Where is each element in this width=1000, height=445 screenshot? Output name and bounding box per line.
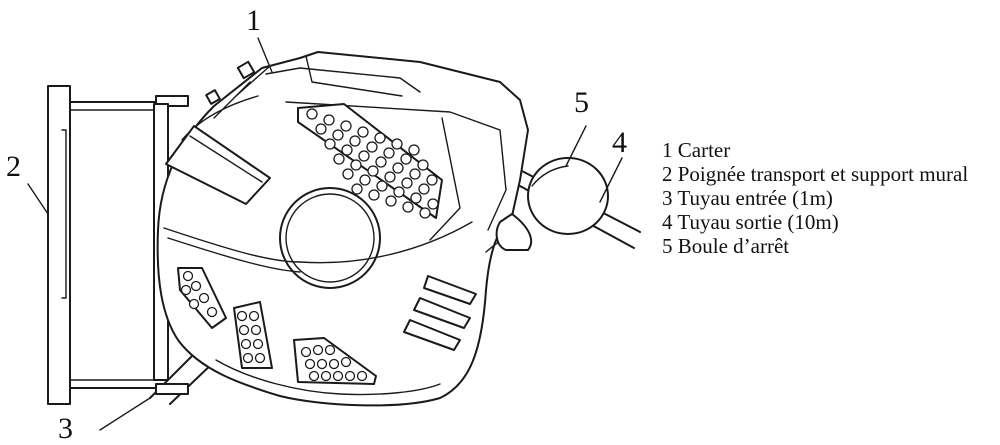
callout-3: 3 — [58, 412, 73, 445]
vent-hole — [409, 168, 421, 180]
vent-hole — [254, 352, 266, 364]
vent-hole — [427, 198, 439, 210]
parts-legend: 1 Carter 2 Poignée transport et support … — [662, 138, 997, 258]
vent-hole — [332, 129, 344, 141]
legend-item-handle: 2 Poignée transport et support mural — [662, 162, 969, 186]
vent-hole — [328, 358, 340, 370]
hose-reel-drawing — [27, 37, 641, 431]
vent-hole — [408, 144, 420, 156]
vent-hole — [341, 144, 353, 156]
vent-hole — [316, 358, 328, 370]
vent-hole — [236, 310, 248, 322]
vent-hole — [402, 201, 414, 213]
vent-hole — [320, 370, 332, 382]
leader-lines — [27, 37, 623, 431]
vent-hole — [350, 159, 362, 171]
vent-hole — [357, 126, 369, 138]
vent-hole — [419, 207, 431, 219]
side-slots — [403, 275, 477, 351]
vent-hole — [240, 338, 252, 350]
upper-vent-grille — [297, 103, 443, 219]
vent-hole — [385, 195, 397, 207]
vent-hole — [410, 192, 422, 204]
vent-hole — [332, 370, 344, 382]
vent-hole — [393, 186, 405, 198]
diagram: 1 2 3 4 5 1 Carter 2 Poignée transport e… — [6, 4, 997, 444]
vent-hole — [368, 189, 380, 201]
vent-hole — [349, 135, 361, 147]
vent-hole — [359, 174, 371, 186]
vent-hole — [300, 346, 312, 358]
center-knob — [279, 187, 381, 289]
vent-hole — [312, 344, 324, 356]
vent-hole — [304, 358, 316, 370]
vent-hole — [426, 174, 438, 186]
vent-hole — [182, 270, 194, 282]
vent-hole — [323, 114, 335, 126]
vent-hole — [417, 159, 429, 171]
vent-hole — [250, 324, 262, 336]
vent-hole — [206, 306, 218, 318]
vent-hole — [198, 292, 210, 304]
callout-2: 2 — [6, 150, 21, 183]
vent-hole — [315, 123, 327, 135]
vent-hole — [308, 370, 320, 382]
vent-hole — [376, 180, 388, 192]
vent-hole — [324, 344, 336, 356]
callout-5: 5 — [574, 86, 589, 119]
vent-hole — [391, 138, 403, 150]
vent-hole — [342, 168, 354, 180]
vent-hole — [306, 108, 318, 120]
legend-item-stop-ball: 5 Boule d’arrêt — [662, 234, 790, 258]
stop-ball — [527, 157, 609, 235]
vent-hole — [190, 280, 202, 292]
vent-hole — [333, 153, 345, 165]
vent-hole — [188, 298, 200, 310]
vent-hole — [356, 370, 368, 382]
vent-hole — [375, 156, 387, 168]
vent-hole — [401, 177, 413, 189]
vent-hole — [374, 132, 386, 144]
vent-hole — [248, 310, 260, 322]
vent-hole — [418, 183, 430, 195]
vent-hole — [180, 284, 192, 296]
callout-1: 1 — [246, 4, 261, 37]
vent-hole — [252, 338, 264, 350]
vent-hole — [351, 183, 363, 195]
vent-hole — [383, 147, 395, 159]
lower-vent-grilles — [177, 267, 377, 385]
legend-item-carter: 1 Carter — [662, 138, 731, 162]
legend-item-inlet-hose: 3 Tuyau entrée (1m) — [662, 186, 833, 210]
vent-hole — [384, 171, 396, 183]
vent-hole — [340, 120, 352, 132]
vent-hole — [238, 324, 250, 336]
vent-hole — [344, 370, 356, 382]
vent-hole — [367, 165, 379, 177]
vent-hole — [340, 356, 352, 368]
vent-hole — [242, 352, 254, 364]
vent-hole — [400, 153, 412, 165]
vent-hole — [324, 138, 336, 150]
legend-item-outlet-hose: 4 Tuyau sortie (10m) — [662, 210, 839, 234]
vent-hole — [366, 141, 378, 153]
vent-hole — [392, 162, 404, 174]
vent-hole — [358, 150, 370, 162]
callout-4: 4 — [612, 126, 627, 159]
